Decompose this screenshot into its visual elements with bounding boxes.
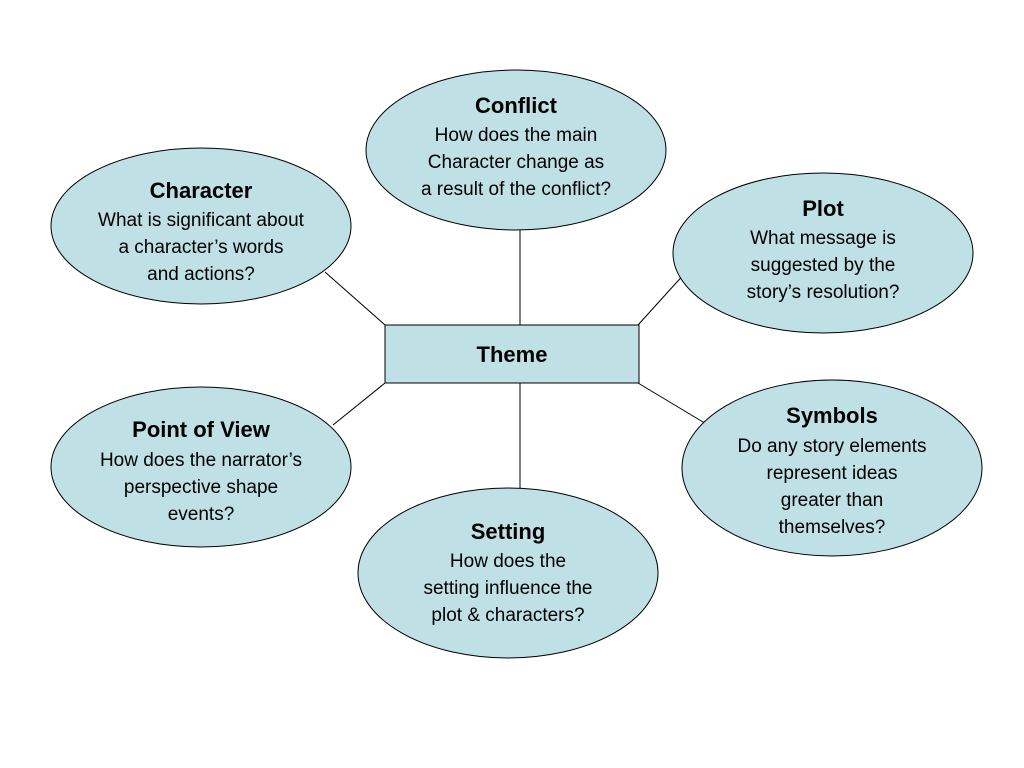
conflict-line-2: Character change as [428, 152, 604, 173]
symbols-line-3: greater than [781, 490, 883, 511]
conflict-title: Conflict [475, 93, 558, 118]
point-of-view-line-2: perspective shape [124, 477, 278, 498]
point-of-view-title: Point of View [132, 417, 271, 442]
plot-line-1: What message is [750, 228, 896, 249]
plot-bubble [672, 172, 974, 334]
character-line-2: a character’s words [118, 237, 283, 258]
setting-line-3: plot & characters? [431, 605, 584, 626]
symbols-line-1: Do any story elements [737, 436, 926, 457]
plot-title: Plot [802, 196, 844, 221]
connector-plot [637, 271, 687, 326]
point-of-view-line-1: How does the narrator’s [100, 450, 302, 471]
symbols-title: Symbols [786, 403, 878, 428]
theme-box: Theme [384, 324, 640, 384]
conflict-node: Conflict How does the main Character cha… [365, 69, 667, 231]
setting-node: Setting How does the setting influence t… [357, 487, 659, 659]
symbols-node: Symbols Do any story elements represent … [681, 379, 983, 557]
plot-line-3: story’s resolution? [747, 282, 900, 303]
theme-label: Theme [477, 342, 548, 367]
setting-title: Setting [471, 519, 546, 544]
connector-point-of-view [332, 382, 386, 426]
theme-box-shape [384, 324, 640, 384]
point-of-view-bubble [50, 386, 352, 548]
connector-character [324, 271, 386, 326]
setting-line-1: How does the [450, 551, 566, 572]
setting-line-2: setting influence the [423, 578, 592, 599]
setting-bubble [357, 487, 659, 659]
symbols-line-2: represent ideas [767, 463, 898, 484]
character-line-3: and actions? [147, 264, 255, 285]
character-bubble [50, 147, 352, 305]
character-title: Character [150, 178, 253, 203]
connector-symbols [637, 382, 709, 426]
plot-node: Plot What message is suggested by the st… [672, 172, 974, 334]
character-node: Character What is significant about a ch… [50, 147, 352, 305]
symbols-line-4: themselves? [779, 517, 886, 538]
symbols-bubble [681, 379, 983, 557]
conflict-bubble [365, 69, 667, 231]
conflict-line-3: a result of the conflict? [421, 179, 611, 200]
conflict-line-1: How does the main [435, 125, 598, 146]
connectors [324, 230, 709, 488]
point-of-view-node: Point of View How does the narrator’s pe… [50, 386, 352, 548]
character-line-1: What is significant about [98, 210, 305, 231]
point-of-view-line-3: events? [168, 504, 235, 525]
plot-line-2: suggested by the [751, 255, 896, 276]
